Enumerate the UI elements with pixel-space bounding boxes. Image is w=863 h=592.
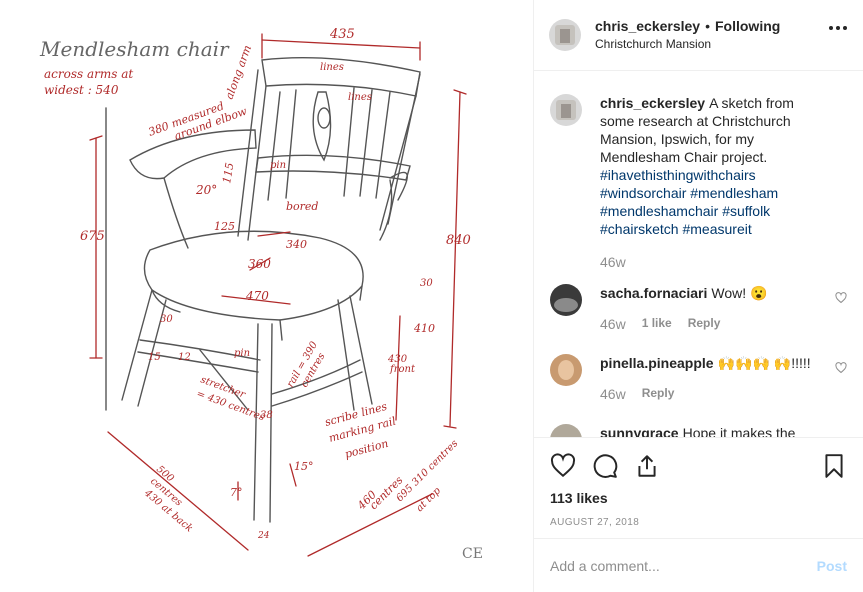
- sketch-annotation: 15°: [294, 460, 314, 473]
- share-icon[interactable]: [634, 453, 660, 479]
- hashtag[interactable]: #mendlesham: [690, 185, 779, 201]
- comment-time[interactable]: 46w: [600, 386, 626, 402]
- comment-username[interactable]: sacha.fornaciari: [600, 285, 708, 301]
- caption-time[interactable]: 46w: [600, 254, 626, 270]
- comment-bubble-icon[interactable]: [592, 453, 618, 479]
- sketch-annotation: 30: [420, 278, 433, 289]
- hashtag[interactable]: #chairsketch: [600, 221, 679, 237]
- caption-body: A sketch from some research at Christchu…: [600, 95, 794, 165]
- commenter-avatar[interactable]: [550, 354, 582, 386]
- post-image[interactable]: Mendlesham chair across arms at widest :…: [0, 0, 534, 592]
- add-comment-input[interactable]: Add a comment...: [550, 557, 660, 574]
- hashtag[interactable]: #mendleshamchair: [600, 203, 719, 219]
- sketch-annotation: 840: [446, 233, 471, 248]
- sketch-annotation: 20°: [195, 183, 217, 197]
- sketch-annotation: 7°: [230, 486, 243, 499]
- sketch-annotation: lines: [320, 62, 344, 73]
- add-comment-bar: Add a comment... Post: [534, 538, 863, 592]
- hashtag[interactable]: #suffolk: [722, 203, 771, 219]
- post-date[interactable]: August 27, 2018: [550, 517, 640, 528]
- comment-likes[interactable]: 1 like: [641, 316, 672, 330]
- post-actions: 113 likes August 27, 2018: [534, 437, 863, 537]
- sketch-annotation: 125: [214, 220, 235, 233]
- reply-button[interactable]: Reply: [687, 316, 721, 330]
- comment-username[interactable]: sunnygrace: [600, 425, 679, 437]
- sketch-annotation: 24: [257, 531, 270, 541]
- sketch-annotation: 12: [178, 352, 191, 363]
- sketch-annotation: across arms at: [44, 67, 133, 81]
- comment-time[interactable]: 46w: [600, 316, 626, 332]
- like-heart-icon[interactable]: [550, 453, 576, 479]
- hashtag[interactable]: #measureit: [682, 221, 752, 237]
- comment-item: pinella.pineapple🙌🙌🙌 🙌!!!!! 46w Reply: [550, 354, 847, 402]
- sketch-annotation: widest : 540: [44, 83, 119, 97]
- comment-body: Hope it makes the: [682, 425, 796, 437]
- sketch-annotation: 360: [248, 257, 271, 271]
- hashtag[interactable]: #windsorchair: [600, 185, 687, 201]
- reply-button[interactable]: Reply: [641, 386, 675, 400]
- sketch-annotation: 38: [260, 410, 273, 421]
- sketch-annotation: 470: [245, 289, 269, 303]
- sketch-annotation: 675: [80, 229, 105, 244]
- sketch-annotation: 30: [160, 314, 173, 325]
- post-comment-button[interactable]: Post: [816, 557, 847, 574]
- hashtag[interactable]: #ihavethisthingwithchairs: [600, 167, 756, 183]
- comment-body: 🙌🙌🙌 🙌!!!!!: [717, 355, 811, 371]
- sketch-annotation: 115: [220, 162, 236, 185]
- sketch-annotation: 430: [387, 354, 408, 365]
- comment-body: Wow! 😮: [711, 285, 768, 301]
- sketch-annotation: front: [389, 364, 416, 375]
- comment-text: pinella.pineapple🙌🙌🙌 🙌!!!!!: [600, 354, 825, 372]
- likes-count[interactable]: 113 likes: [550, 490, 608, 506]
- chair-sketch: Mendlesham chair across arms at widest :…: [39, 27, 483, 562]
- post-header: chris_eckersley • Following Christchurch…: [534, 0, 863, 71]
- like-comment-heart-icon[interactable]: [835, 292, 847, 304]
- sketch-annotation: 435: [329, 27, 355, 42]
- sketch-annotation: bored: [286, 200, 318, 213]
- comment-username[interactable]: pinella.pineapple: [600, 355, 714, 371]
- more-options-icon[interactable]: [829, 26, 847, 30]
- commenter-avatar[interactable]: [550, 284, 582, 316]
- sketch-annotation: lines: [348, 92, 372, 103]
- sketch-annotation: CE: [462, 546, 483, 562]
- sketch-annotation: 410: [413, 322, 435, 335]
- sketch-annotation: 15: [148, 352, 161, 363]
- bookmark-icon[interactable]: [821, 453, 847, 479]
- sketch-annotation: pin: [270, 160, 286, 171]
- post-sidebar: chris_eckersley • Following Christchurch…: [534, 0, 863, 592]
- caption-username[interactable]: chris_eckersley: [600, 95, 706, 111]
- author-avatar[interactable]: [549, 19, 581, 51]
- sketch-title: Mendlesham chair: [39, 37, 230, 61]
- separator-dot: •: [705, 18, 710, 34]
- author-username[interactable]: chris_eckersley: [595, 18, 701, 34]
- commenter-avatar[interactable]: [550, 424, 582, 437]
- following-button[interactable]: Following: [715, 18, 781, 34]
- sketch-annotation: at top: [414, 485, 443, 514]
- post-location[interactable]: Christchurch Mansion: [595, 37, 712, 51]
- caption-avatar[interactable]: [550, 94, 582, 126]
- sketch-annotation: 340: [286, 238, 307, 251]
- sketch-annotation: pin: [234, 348, 250, 359]
- sketch-annotation: position: [343, 437, 389, 461]
- like-comment-heart-icon[interactable]: [835, 362, 847, 374]
